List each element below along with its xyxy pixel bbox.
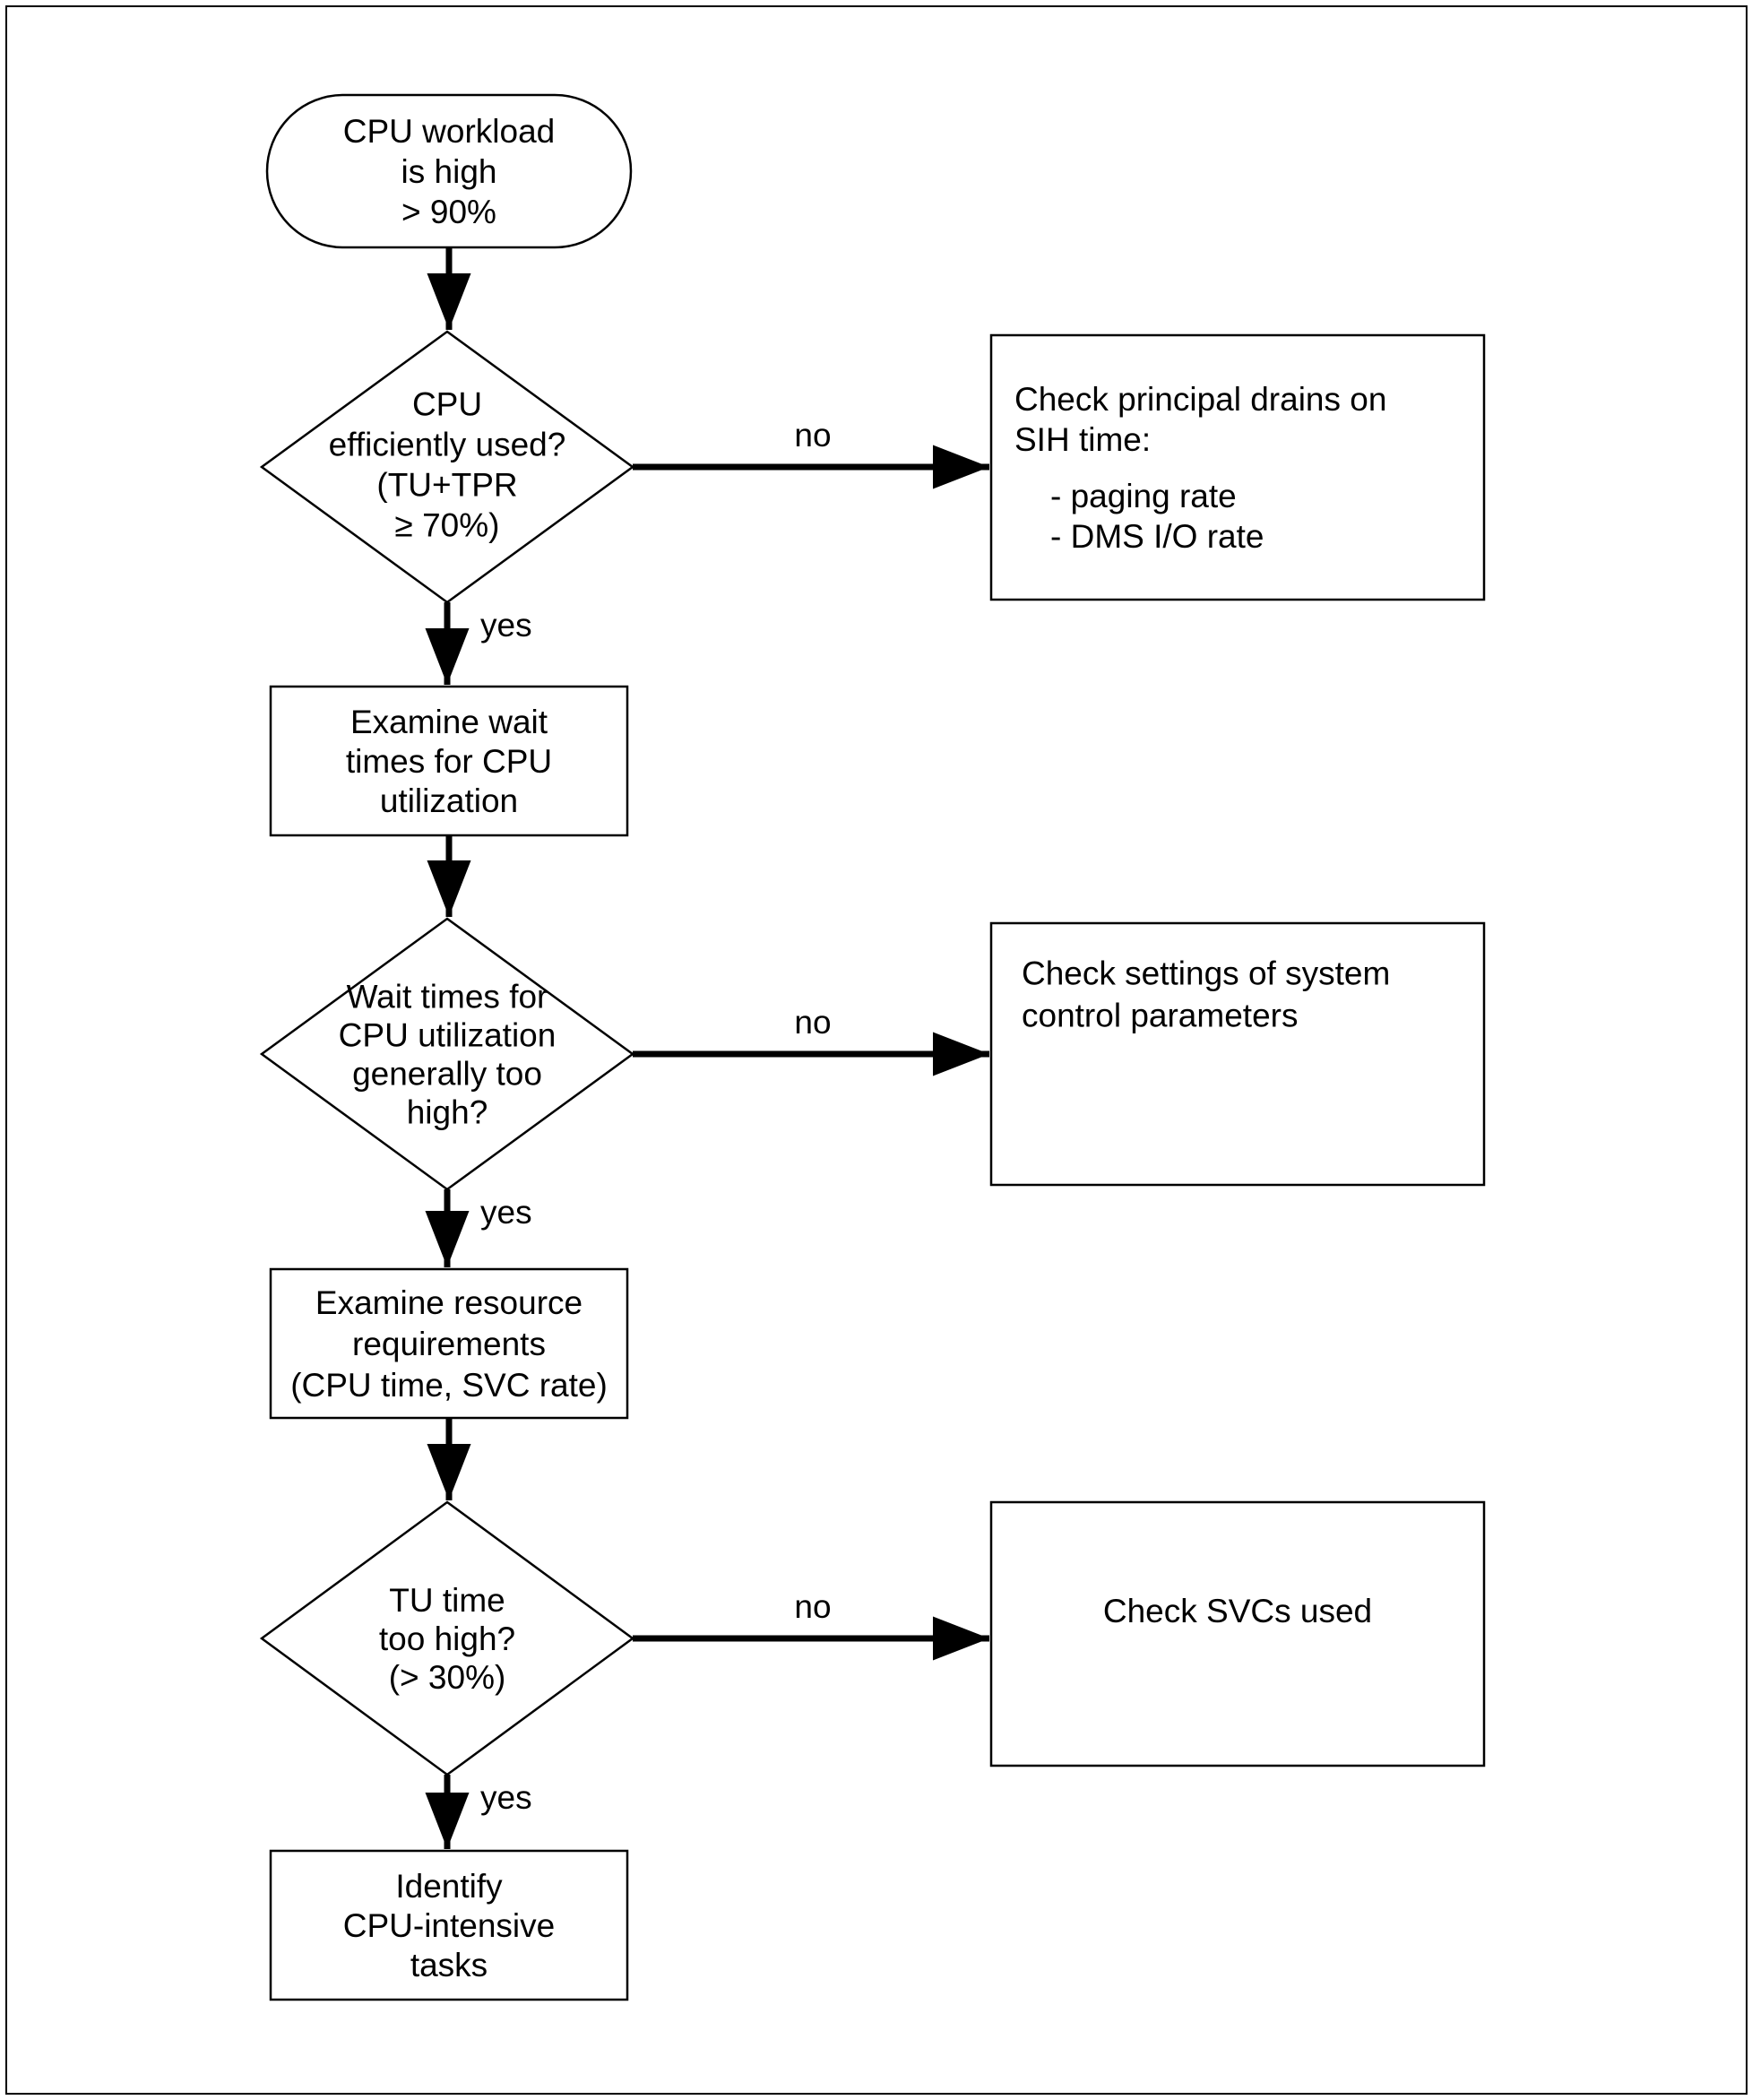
edge-label-yes: yes xyxy=(480,1779,532,1816)
process-box xyxy=(269,685,629,837)
node-label-line: too high? xyxy=(379,1620,515,1657)
edge-decision-wait-to-examine-resource: yes xyxy=(425,1189,532,1267)
node-label-line: Identify xyxy=(395,1868,503,1905)
node-decision-efficiency: CPU efficiently used? (TU+TPR≥ 70%) xyxy=(259,330,635,604)
node-label-line: CPU xyxy=(412,386,482,423)
edge-label-no: no xyxy=(794,417,831,454)
edge-label-no: no xyxy=(794,1588,831,1625)
node-check-svcs: Check SVCs used xyxy=(989,1500,1486,1767)
decision-diamond xyxy=(259,1500,635,1776)
node-label-line: CPU workload xyxy=(343,113,555,150)
node-label-line: CPU-intensive xyxy=(343,1907,555,1944)
node-label-line: Examine wait xyxy=(350,704,548,740)
node-label-line: Check principal drains on xyxy=(1014,381,1386,418)
node-label-line: tasks xyxy=(410,1947,488,1983)
node-label-line: control parameters xyxy=(1022,998,1298,1034)
node-label-line: SIH time: xyxy=(1014,421,1151,458)
node-label-line: - DMS I/O rate xyxy=(1050,518,1264,555)
edge-label-no: no xyxy=(794,1004,831,1041)
edges-layer: no yes no yes no yes xyxy=(425,247,989,1849)
node-label-line: utilization xyxy=(380,782,518,819)
node-label-line: Check settings of system xyxy=(1022,955,1390,992)
diagram-frame xyxy=(5,5,1748,2095)
edge-label-yes: yes xyxy=(480,607,532,644)
node-check-settings: Check settings of system control paramete… xyxy=(989,921,1486,1187)
node-label-line: (TU+TPR xyxy=(376,467,517,504)
process-box xyxy=(269,1267,629,1420)
node-label-line: > 90% xyxy=(401,194,496,230)
node-label-line: CPU utilization xyxy=(339,1017,557,1054)
decision-diamond xyxy=(259,330,635,604)
node-label-line: generally too xyxy=(352,1056,542,1093)
node-label-line: Wait times for xyxy=(347,979,548,1015)
node-label-line: (> 30%) xyxy=(389,1659,506,1696)
node-label-line: (CPU time, SVC rate) xyxy=(290,1367,608,1404)
node-examine-resource: Examine resource requirements (CPU time, S… xyxy=(269,1267,629,1420)
node-label-line: TU time xyxy=(389,1582,505,1619)
edge-decision-tu-to-check-svcs: no xyxy=(633,1588,989,1661)
node-label-line: Examine resource xyxy=(315,1284,583,1321)
edge-decision-tu-to-identify: yes xyxy=(425,1775,532,1849)
node-label-line: times for CPU xyxy=(346,743,552,780)
process-box xyxy=(269,1849,629,2001)
node-label-line: high? xyxy=(407,1094,488,1131)
terminator-shape xyxy=(265,93,633,249)
node-label-line: requirements xyxy=(352,1326,546,1362)
process-box xyxy=(989,1500,1486,1767)
edge-label-yes: yes xyxy=(480,1194,532,1231)
decision-diamond xyxy=(259,917,635,1191)
node-label-line: efficiently used? xyxy=(329,427,566,463)
node-label-line: Check SVCs used xyxy=(1103,1593,1372,1629)
node-label-line: ≥ 70%) xyxy=(395,507,500,544)
edge-decision-efficiency-to-check-sih: no xyxy=(633,417,989,489)
edge-decision-efficiency-to-examine-wait: yes xyxy=(425,602,532,685)
process-box xyxy=(989,921,1486,1187)
process-box xyxy=(989,333,1486,601)
node-label-line: - paging rate xyxy=(1050,478,1237,514)
edge-decision-wait-to-check-settings: no xyxy=(633,1004,989,1076)
node-label-line: is high xyxy=(401,153,497,190)
